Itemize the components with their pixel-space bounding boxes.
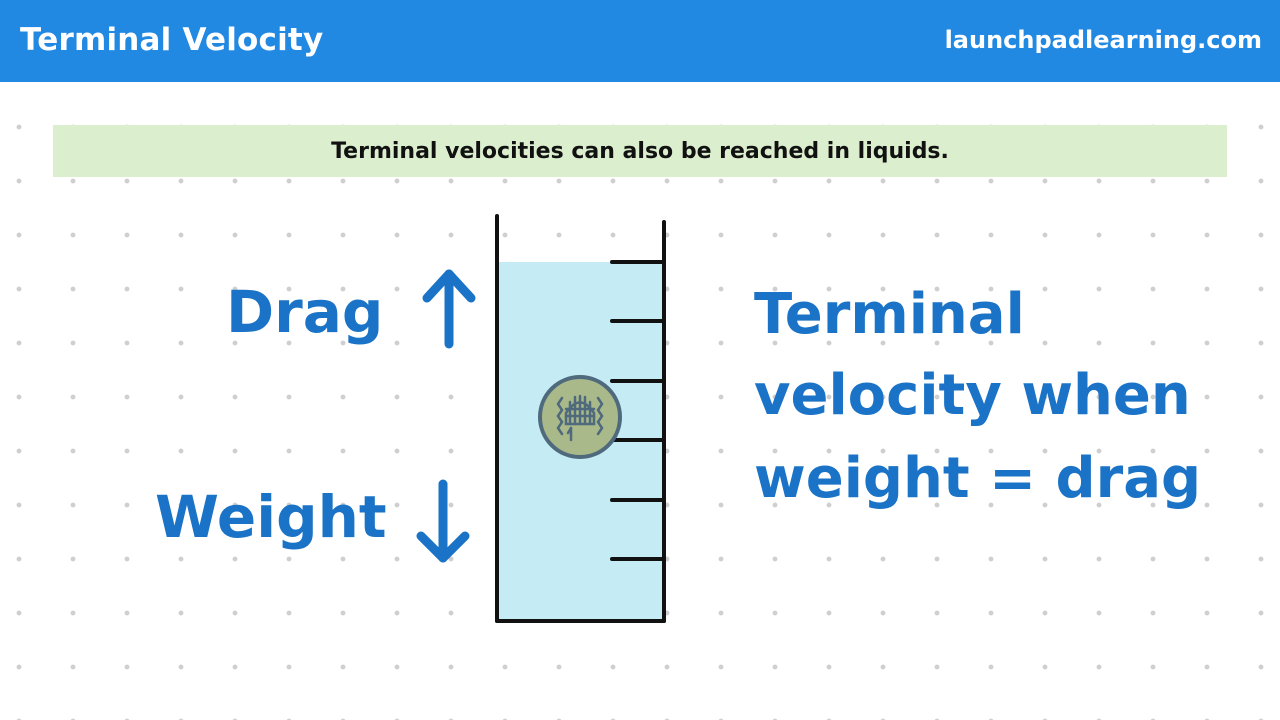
arrow-up-icon	[422, 269, 476, 349]
conclusion-line-2: velocity when	[754, 363, 1191, 428]
conclusion-line-3: weight = drag	[754, 446, 1201, 511]
site-url: launchpadlearning.com	[944, 26, 1262, 54]
weight-label: Weight	[155, 483, 387, 551]
container	[495, 214, 666, 623]
header-bar: Terminal Velocity launchpadlearning.com	[0, 0, 1280, 82]
page-title: Terminal Velocity	[20, 22, 324, 58]
info-banner: Terminal velocities can also be reached …	[53, 125, 1227, 177]
drag-label: Drag	[226, 278, 383, 346]
conclusion-line-1: Terminal	[754, 282, 1025, 347]
scale-ticks	[610, 260, 666, 561]
falling-object-icon	[538, 375, 622, 459]
arrow-down-icon	[416, 479, 470, 563]
